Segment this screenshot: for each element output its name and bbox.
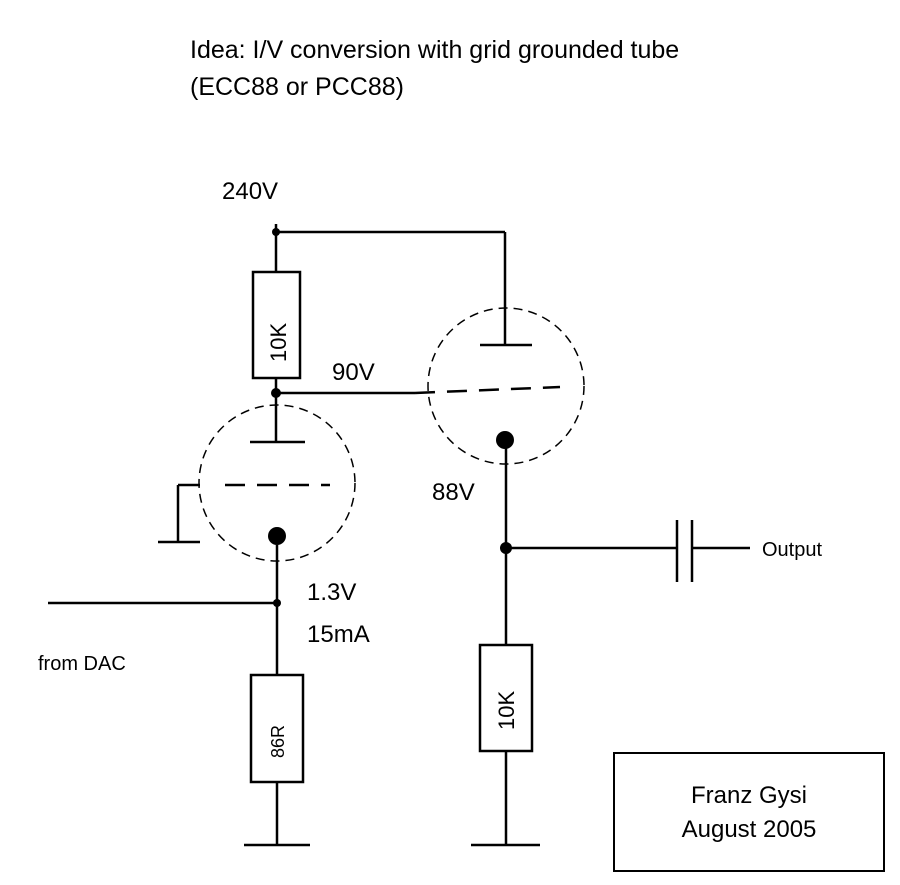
- grounded-grid-tube: [178, 404, 356, 562]
- load-ground: [471, 751, 540, 847]
- date-label: August 2005: [682, 816, 817, 843]
- anode-node-wiring: [271, 378, 415, 442]
- credits-box: [613, 752, 885, 872]
- output-capacitor: [675, 520, 750, 582]
- anode-resistor-label: 10K: [266, 323, 291, 362]
- load-resistor-label: 10K: [494, 691, 519, 730]
- cathode-current-label: 15mA: [307, 621, 370, 648]
- output-label: Output: [762, 539, 822, 561]
- grid-ground: [158, 485, 200, 544]
- anode-node-voltage-label: 90V: [332, 359, 375, 386]
- supply-voltage-label: 240V: [222, 178, 278, 205]
- output-wiring: [500, 448, 677, 645]
- supply-rail: [272, 224, 507, 305]
- cathode-voltage-label: 1.3V: [307, 579, 356, 606]
- cathode-ground: [244, 782, 310, 847]
- output-node-voltage-label: 88V: [432, 479, 475, 506]
- title-line-2: (ECC88 or PCC88): [190, 73, 404, 101]
- input-label: from DAC: [38, 653, 126, 675]
- cathode-wiring: [48, 545, 281, 675]
- cathode-resistor-label: 86R: [268, 725, 288, 758]
- follower-tube: [414, 305, 585, 465]
- author-label: Franz Gysi: [691, 782, 807, 809]
- title-line-1: Idea: I/V conversion with grid grounded …: [190, 36, 679, 64]
